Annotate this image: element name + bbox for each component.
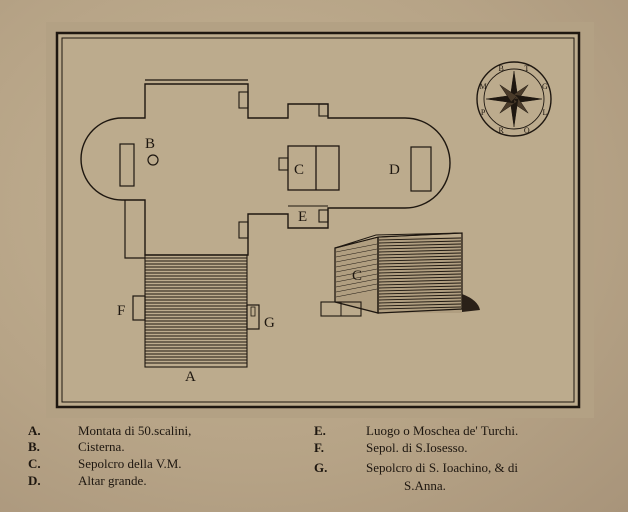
label-a: A (185, 369, 196, 385)
block-hatch-line (378, 255, 462, 259)
legend-text: Cisterna. (78, 439, 125, 454)
tomb-st-joseph (132, 295, 146, 321)
plate-border (55, 31, 581, 409)
label-c-block: C (352, 268, 362, 284)
block-hatch-line (378, 294, 462, 298)
niche-south-east (318, 209, 329, 223)
label-c: C (294, 162, 304, 178)
block-hatch-line (378, 279, 462, 283)
compass-letter: P (481, 108, 486, 117)
compass-letter: B (499, 64, 504, 73)
legend-key: A. (28, 423, 41, 438)
cistern-slab (119, 143, 135, 187)
legend-key: B. (28, 439, 40, 454)
legend-key: F. (314, 440, 324, 455)
legend-text: S.Anna. (404, 478, 446, 493)
block-side-hatch-line (335, 248, 378, 258)
compass-point (499, 84, 518, 103)
legend-text: Sepol. di S.Iosesso. (366, 440, 468, 455)
block-side-hatch-line (335, 263, 378, 273)
block-hatch-line (378, 291, 462, 295)
block-hatch-line (378, 285, 462, 289)
compass-letter: M (479, 82, 486, 91)
block-hatch-line (378, 303, 462, 307)
high-altar (410, 146, 432, 192)
block-hatch-line (378, 267, 462, 271)
block-hatch-line (378, 270, 462, 274)
block-hatch-line (378, 288, 462, 292)
compass-letter: O (524, 126, 530, 135)
block-side-hatch-line (335, 283, 378, 293)
niche-north (238, 91, 249, 109)
stairway-50-steps (145, 257, 247, 364)
block-side-hatch-line (335, 278, 378, 288)
niche-north-east (318, 103, 329, 117)
legend-key: E. (314, 423, 326, 438)
tomb-block-top (334, 232, 463, 249)
block-hatch-line (378, 297, 462, 301)
compass-letter: R (499, 126, 505, 135)
block-side-hatch-line (335, 273, 378, 283)
block-hatch-line (378, 252, 462, 256)
label-g: G (264, 315, 275, 331)
legend-text: Sepolcro della V.M. (78, 456, 182, 471)
label-f: F (117, 303, 125, 319)
legend-text: Luogo o Moschea de' Turchi. (366, 423, 519, 438)
block-hatch-line (378, 243, 462, 247)
legend-text: Montata di 50.scalini, (78, 423, 192, 438)
tomb-st-joachim (246, 304, 260, 330)
tomb-door (278, 157, 289, 171)
block-hatch-line (378, 240, 462, 244)
block-hatch-line (378, 261, 462, 265)
block-hatch-line (378, 264, 462, 268)
legend-key: C. (28, 456, 41, 471)
block-hatch-line (378, 237, 462, 241)
block-hatch-line (378, 273, 462, 277)
block-side-hatch-line (335, 268, 378, 278)
block-side-hatch-line (335, 288, 378, 298)
legend-key: G. (314, 460, 328, 475)
block-side-hatch-line (335, 243, 378, 253)
label-b: B (145, 136, 155, 152)
block-hatch-line (378, 276, 462, 280)
label-d: D (389, 162, 400, 178)
block-hatch-line (378, 249, 462, 253)
block-hatch-line (378, 282, 462, 286)
tomb-block-ground-shadow (462, 294, 480, 312)
legend-text: Altar grande. (78, 473, 147, 488)
label-e: E (298, 209, 307, 225)
block-hatch-line (378, 246, 462, 250)
plate-inner-border (61, 37, 575, 403)
west-wall-extension (124, 200, 145, 259)
compass-letter: G (542, 82, 548, 91)
niche-south (238, 221, 249, 239)
block-side-hatch-line (335, 258, 378, 268)
block-side-hatch-line (335, 253, 378, 263)
block-hatch-line (378, 258, 462, 262)
tomb-block-hatching (335, 237, 462, 310)
block-hatch-line (378, 306, 462, 310)
block-hatch-line (378, 300, 462, 304)
tomb-st-joachim-niche (250, 306, 256, 317)
compass-letter: L (543, 108, 548, 117)
legend-key: D. (28, 473, 41, 488)
compass-letter: T (524, 64, 529, 73)
compass-rose-icon: B T G L O R P M (476, 61, 552, 137)
cistern-well (147, 154, 159, 166)
legend-text: Sepolcro di S. Ioachino, & di (366, 460, 519, 475)
